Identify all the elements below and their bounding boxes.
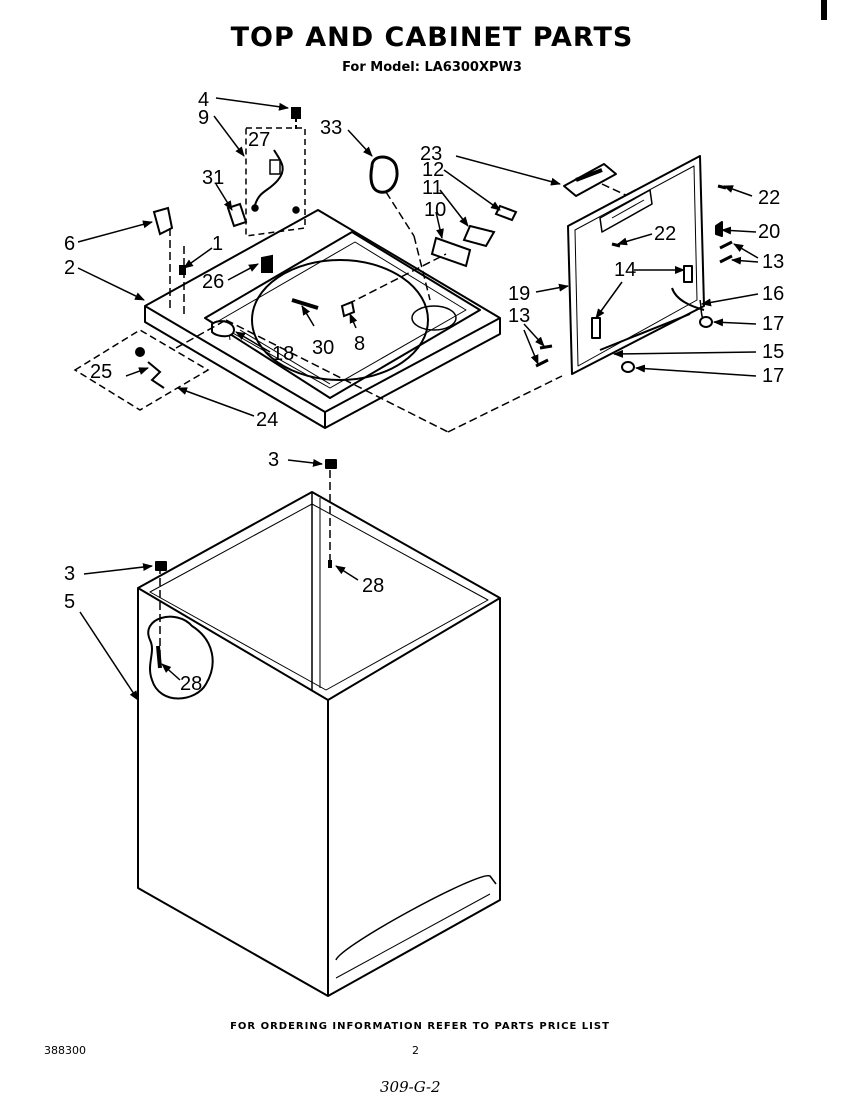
corner-registration-mark [821, 0, 827, 20]
callout-31: 31 [202, 167, 224, 189]
handwritten-code: 309-G-2 [380, 1078, 441, 1096]
callout-9: 9 [198, 107, 209, 129]
callout-10: 10 [424, 199, 446, 221]
callout-27: 27 [248, 129, 270, 151]
callout-5: 5 [64, 591, 75, 613]
tub-opening [251, 259, 429, 381]
callout-3b: 3 [64, 563, 75, 585]
callout-3a: 3 [268, 449, 279, 471]
page-title: TOP AND CABINET PARTS [230, 22, 634, 53]
dashed-box-24 [73, 329, 210, 411]
callout-28a: 28 [362, 575, 384, 597]
callout-24: 24 [256, 409, 278, 431]
callout-23: 23 [420, 143, 442, 165]
callout-13a: 13 [762, 251, 784, 273]
callout-8: 8 [354, 333, 365, 355]
ordering-note: FOR ORDERING INFORMATION REFER TO PARTS … [230, 1021, 610, 1032]
callout-28b: 28 [180, 673, 202, 695]
wire-harness-group [245, 127, 306, 237]
small-parts [152, 107, 518, 338]
callout-18: 18 [272, 343, 294, 365]
document-number: 388300 [44, 1044, 86, 1057]
dispenser-opening [411, 305, 457, 331]
callout-33: 33 [320, 117, 342, 139]
callout-30: 30 [312, 337, 334, 359]
callout-17b: 17 [762, 365, 784, 387]
callout-25: 25 [90, 361, 112, 383]
callout-16: 16 [762, 283, 784, 305]
callout-17a: 17 [762, 313, 784, 335]
callout-1: 1 [212, 233, 223, 255]
callout-11: 11 [422, 177, 443, 199]
callout-labels: 4 9 27 33 31 6 1 2 26 23 12 11 10 30 8 1… [64, 89, 784, 695]
callout-arrows [77, 97, 759, 701]
page-number: 2 [412, 1044, 419, 1057]
callout-22a: 22 [758, 187, 780, 209]
callout-26: 26 [202, 271, 224, 293]
callout-20: 20 [758, 221, 780, 243]
callout-15: 15 [762, 341, 784, 363]
callout-2: 2 [64, 257, 75, 279]
leader-dashes [159, 183, 633, 660]
callout-13b: 13 [508, 305, 530, 327]
callout-14: 14 [614, 259, 636, 281]
callout-19: 19 [508, 283, 530, 305]
callout-4: 4 [198, 89, 209, 111]
model-line: For Model: LA6300XPW3 [342, 60, 522, 75]
spring-part [135, 347, 165, 389]
callout-6: 6 [64, 233, 75, 255]
callout-22b: 22 [654, 223, 676, 245]
cabinet [137, 459, 501, 997]
callout-12: 12 [422, 159, 444, 181]
